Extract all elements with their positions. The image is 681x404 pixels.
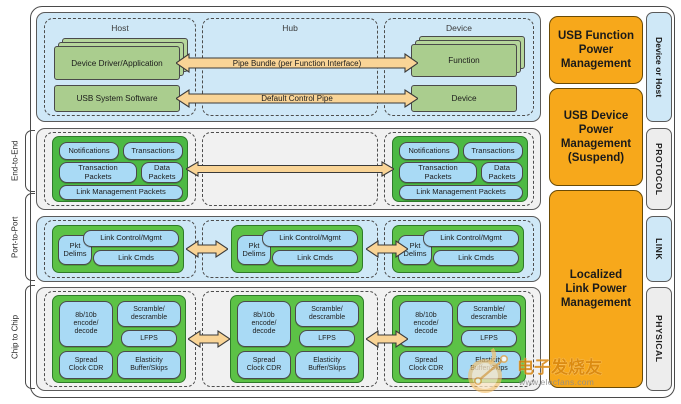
physical-green-container-host: 8b/10b encode/ decode Scramble/ descramb…: [52, 295, 186, 383]
protocol-notifications-device[interactable]: Notifications: [399, 142, 459, 160]
function-box[interactable]: Function: [411, 44, 517, 77]
link-control-mgmt-hub[interactable]: Link Control/Mgmt: [262, 230, 358, 247]
physical-lfps-hub[interactable]: LFPS: [299, 330, 355, 347]
physical-spread-clock-cdr-hub[interactable]: Spread Clock CDR: [237, 351, 291, 379]
physical-encode-decode-hub[interactable]: 8b/10b encode/ decode: [237, 301, 291, 347]
bracket-label-chip-to-chip: Chip to Chip: [10, 314, 20, 360]
physical-arrow-host-hub[interactable]: [188, 329, 230, 349]
outer-frame: [30, 6, 675, 398]
rail-label-device-or-host: Device or Host: [654, 36, 664, 98]
link-arrow-host-hub[interactable]: [186, 239, 228, 259]
pipe-bundle-arrow[interactable]: Pipe Bundle (per Function Interface): [175, 52, 419, 74]
physical-encode-decode-host[interactable]: 8b/10b encode/ decode: [59, 301, 113, 347]
column-title-host: Host: [111, 23, 129, 33]
bracket-label-end-to-end: End-to-End: [10, 140, 20, 182]
protocol-transaction-packets-host[interactable]: Transaction Packets: [59, 162, 137, 183]
bracket-end-to-end: [25, 130, 35, 192]
rail-physical: PHYSICAL: [646, 287, 672, 391]
link-green-container-hub: Pkt Delims Link Control/Mgmt Link Cmds: [231, 225, 363, 273]
physical-scramble-host[interactable]: Scramble/ descramble: [117, 301, 181, 327]
physical-lfps-device[interactable]: LFPS: [461, 330, 517, 347]
link-control-mgmt-device[interactable]: Link Control/Mgmt: [423, 230, 519, 247]
physical-spread-clock-cdr-host[interactable]: Spread Clock CDR: [59, 351, 113, 379]
usb-function-power-management-box[interactable]: USB Function Power Management: [549, 16, 643, 84]
link-green-container-host: Pkt Delims Link Control/Mgmt Link Cmds: [52, 225, 184, 273]
bracket-chip-to-chip: [25, 285, 35, 389]
physical-scramble-hub[interactable]: Scramble/ descramble: [295, 301, 359, 327]
physical-scramble-device[interactable]: Scramble/ descramble: [457, 301, 521, 327]
protocol-transactions-device[interactable]: Transactions: [463, 142, 523, 160]
protocol-transaction-packets-device[interactable]: Transaction Packets: [399, 162, 477, 183]
rail-label-physical: PHYSICAL: [654, 315, 664, 363]
link-cmds-host[interactable]: Link Cmds: [93, 250, 179, 266]
rail-device-or-host: Device or Host: [646, 12, 672, 122]
protocol-link-management-packets-host[interactable]: Link Management Packets: [59, 185, 183, 200]
column-title-device: Device: [446, 23, 472, 33]
pipe-bundle-label: Pipe Bundle (per Function Interface): [232, 58, 362, 68]
link-cmds-device[interactable]: Link Cmds: [433, 250, 519, 266]
protocol-data-packets-device[interactable]: Data Packets: [481, 162, 523, 183]
protocol-link-management-packets-device[interactable]: Link Management Packets: [399, 185, 523, 200]
protocol-green-container-device: Notifications Transactions Transaction P…: [392, 136, 528, 202]
protocol-transactions-host[interactable]: Transactions: [123, 142, 183, 160]
protocol-end-to-end-arrow[interactable]: [184, 161, 396, 177]
protocol-data-packets-host[interactable]: Data Packets: [141, 162, 183, 183]
physical-encode-decode-device[interactable]: 8b/10b encode/ decode: [399, 301, 453, 347]
protocol-notifications-host[interactable]: Notifications: [59, 142, 119, 160]
bracket-port-to-port: [25, 193, 35, 281]
default-control-pipe-arrow[interactable]: Default Control Pipe: [174, 88, 420, 109]
localized-link-power-management-box[interactable]: Localized Link Power Management: [549, 190, 643, 388]
physical-arrow-hub-device[interactable]: [366, 329, 408, 349]
physical-elasticity-buffer-device[interactable]: Elasticity Buffer/Skips: [457, 351, 521, 379]
physical-green-container-device: 8b/10b encode/ decode Scramble/ descramb…: [392, 295, 526, 383]
rail-label-link: LINK: [654, 237, 664, 261]
device-driver-application-box[interactable]: Device Driver/Application: [54, 46, 180, 80]
rail-link: LINK: [646, 216, 672, 282]
physical-elasticity-buffer-hub[interactable]: Elasticity Buffer/Skips: [295, 351, 359, 379]
device-box[interactable]: Device: [411, 85, 517, 112]
link-control-mgmt-host[interactable]: Link Control/Mgmt: [83, 230, 179, 247]
link-cmds-hub[interactable]: Link Cmds: [272, 250, 358, 266]
bracket-label-port-to-port: Port-to-Port: [10, 216, 20, 258]
physical-lfps-host[interactable]: LFPS: [121, 330, 177, 347]
physical-spread-clock-cdr-device[interactable]: Spread Clock CDR: [399, 351, 453, 379]
physical-elasticity-buffer-host[interactable]: Elasticity Buffer/Skips: [117, 351, 181, 379]
rail-label-protocol: PROTOCOL: [654, 142, 664, 196]
usb-device-power-management-box[interactable]: USB Device Power Management (Suspend): [549, 88, 643, 186]
column-title-hub: Hub: [282, 23, 298, 33]
default-control-pipe-label: Default Control Pipe: [261, 94, 333, 103]
link-green-container-device: Pkt Delims Link Control/Mgmt Link Cmds: [392, 225, 524, 273]
link-arrow-hub-device[interactable]: [366, 239, 408, 259]
physical-green-container-hub: 8b/10b encode/ decode Scramble/ descramb…: [230, 295, 364, 383]
rail-protocol: PROTOCOL: [646, 128, 672, 210]
usb-system-software-box[interactable]: USB System Software: [54, 85, 180, 112]
protocol-green-container-host: Notifications Transactions Transaction P…: [52, 136, 188, 202]
